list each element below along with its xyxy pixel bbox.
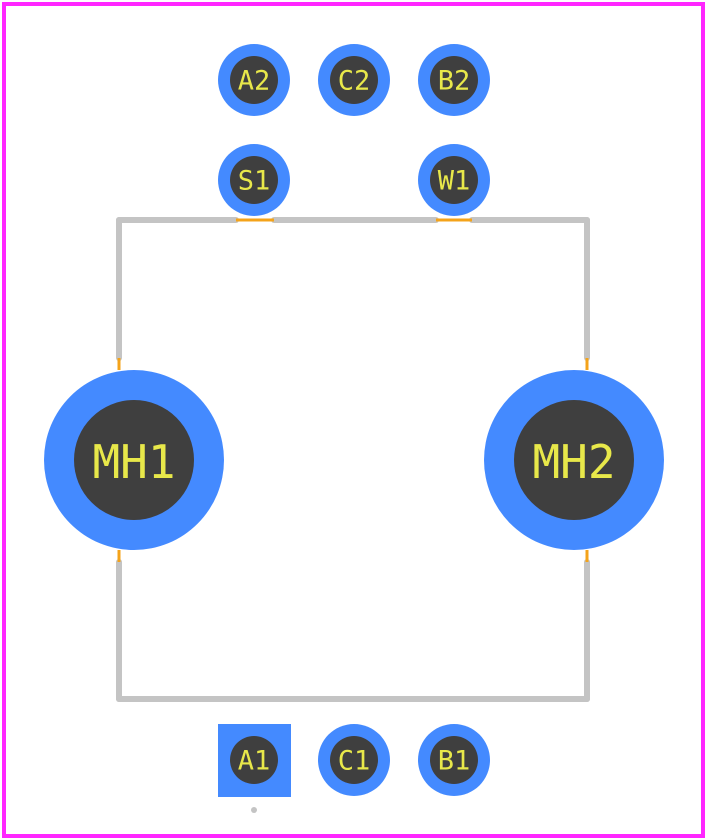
mounting-hole-mh1-label: MH1 <box>92 435 175 489</box>
pad-w1[interactable]: W1 <box>418 144 490 216</box>
pad-w1-label: W1 <box>438 166 471 197</box>
pad-c2[interactable]: C2 <box>318 44 390 116</box>
pin1-indicator-dot <box>251 807 257 813</box>
pad-b2[interactable]: B2 <box>418 44 490 116</box>
mounting-hole-mh1[interactable]: MH1 <box>44 370 224 550</box>
pad-c1-label: C1 <box>338 746 371 777</box>
pad-s1-label: S1 <box>238 166 271 197</box>
pad-b2-label: B2 <box>438 66 471 97</box>
pad-c1[interactable]: C1 <box>318 724 390 796</box>
pad-a2[interactable]: A2 <box>218 44 290 116</box>
pad-b1-label: B1 <box>438 746 471 777</box>
pad-s1[interactable]: S1 <box>218 144 290 216</box>
pad-a1[interactable]: A1 <box>218 724 291 797</box>
silkscreen-gap-markers <box>117 218 589 562</box>
pad-c2-label: C2 <box>338 66 371 97</box>
pad-a2-label: A2 <box>238 66 271 97</box>
silkscreen-outline <box>116 217 590 702</box>
pad-a1-label: A1 <box>238 746 271 777</box>
mounting-hole-mh2[interactable]: MH2 <box>484 370 664 550</box>
pad-b1[interactable]: B1 <box>418 724 490 796</box>
mounting-hole-mh2-label: MH2 <box>532 435 615 489</box>
